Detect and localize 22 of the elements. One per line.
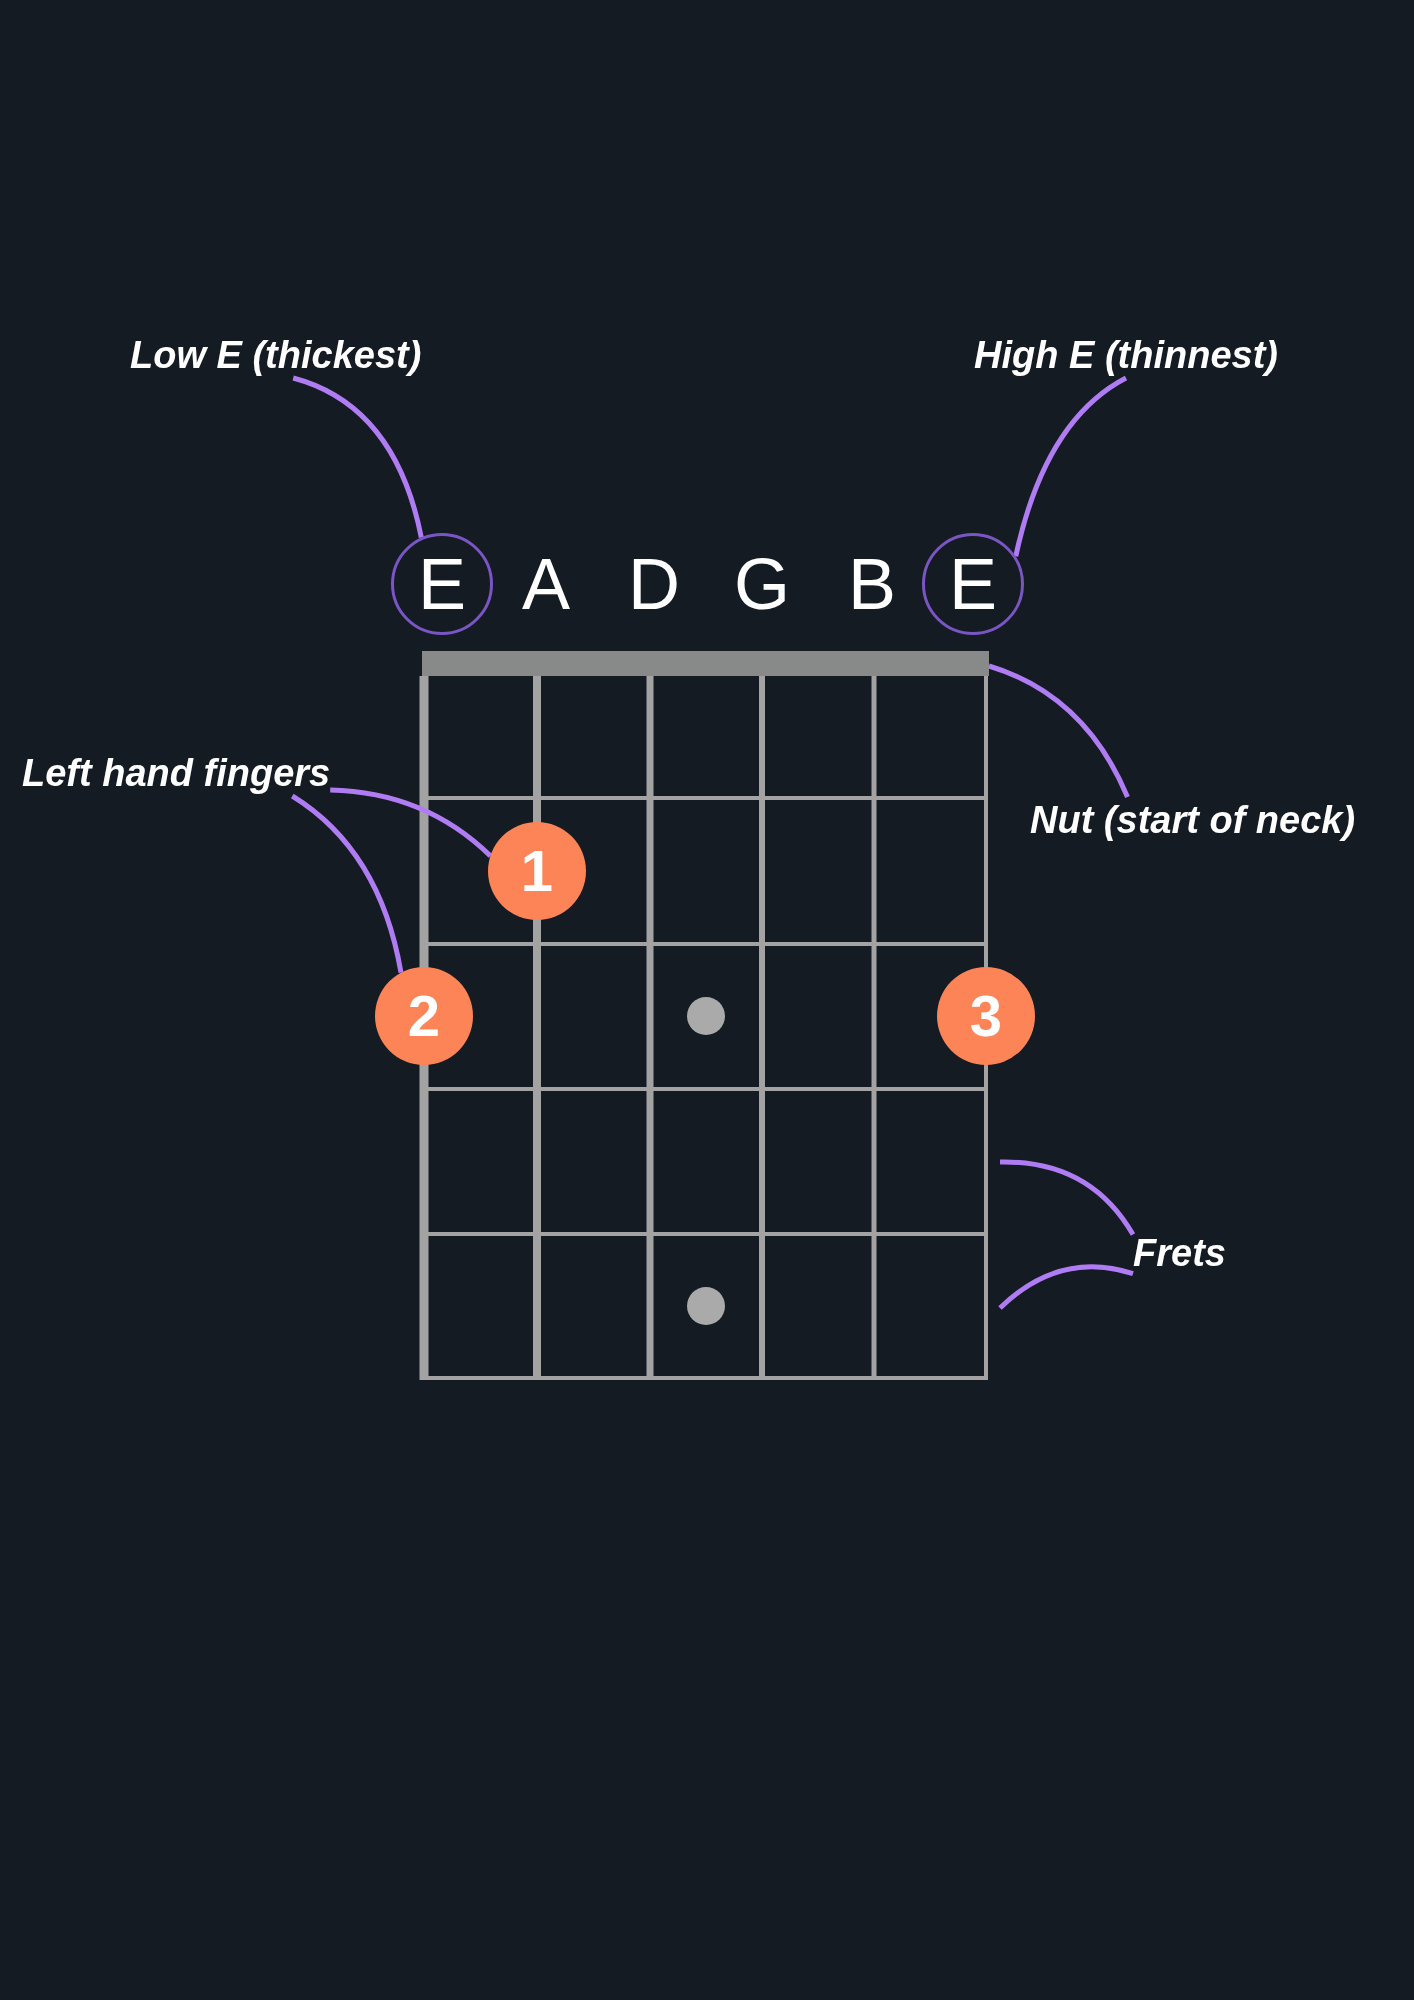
finger-number-circle: 3 bbox=[937, 967, 1035, 1065]
callout-label: Nut (start of neck) bbox=[1030, 797, 1356, 843]
finger-number-circle: 2 bbox=[375, 967, 473, 1065]
string-name: D bbox=[628, 548, 680, 620]
string-name-circle: E bbox=[391, 533, 493, 635]
callout-label: Left hand fingers bbox=[22, 750, 331, 796]
string-name: B bbox=[848, 548, 896, 620]
callout-label: Low E (thickest) bbox=[130, 332, 422, 378]
leader-line bbox=[988, 663, 1130, 799]
leader-line bbox=[1013, 375, 1128, 557]
string-name: A bbox=[522, 548, 570, 620]
callout-label: Frets bbox=[1133, 1230, 1226, 1276]
callout-label: High E (thinnest) bbox=[974, 332, 1278, 378]
leader-line bbox=[290, 793, 404, 974]
leader-line bbox=[330, 787, 493, 858]
nut-bar bbox=[422, 651, 989, 676]
leader-line bbox=[999, 1159, 1136, 1236]
leader-line bbox=[998, 1264, 1134, 1310]
string-name-circle: E bbox=[922, 533, 1024, 635]
string-name: G bbox=[734, 548, 790, 620]
finger-number-circle: 1 bbox=[488, 822, 586, 920]
leader-line bbox=[292, 375, 424, 538]
